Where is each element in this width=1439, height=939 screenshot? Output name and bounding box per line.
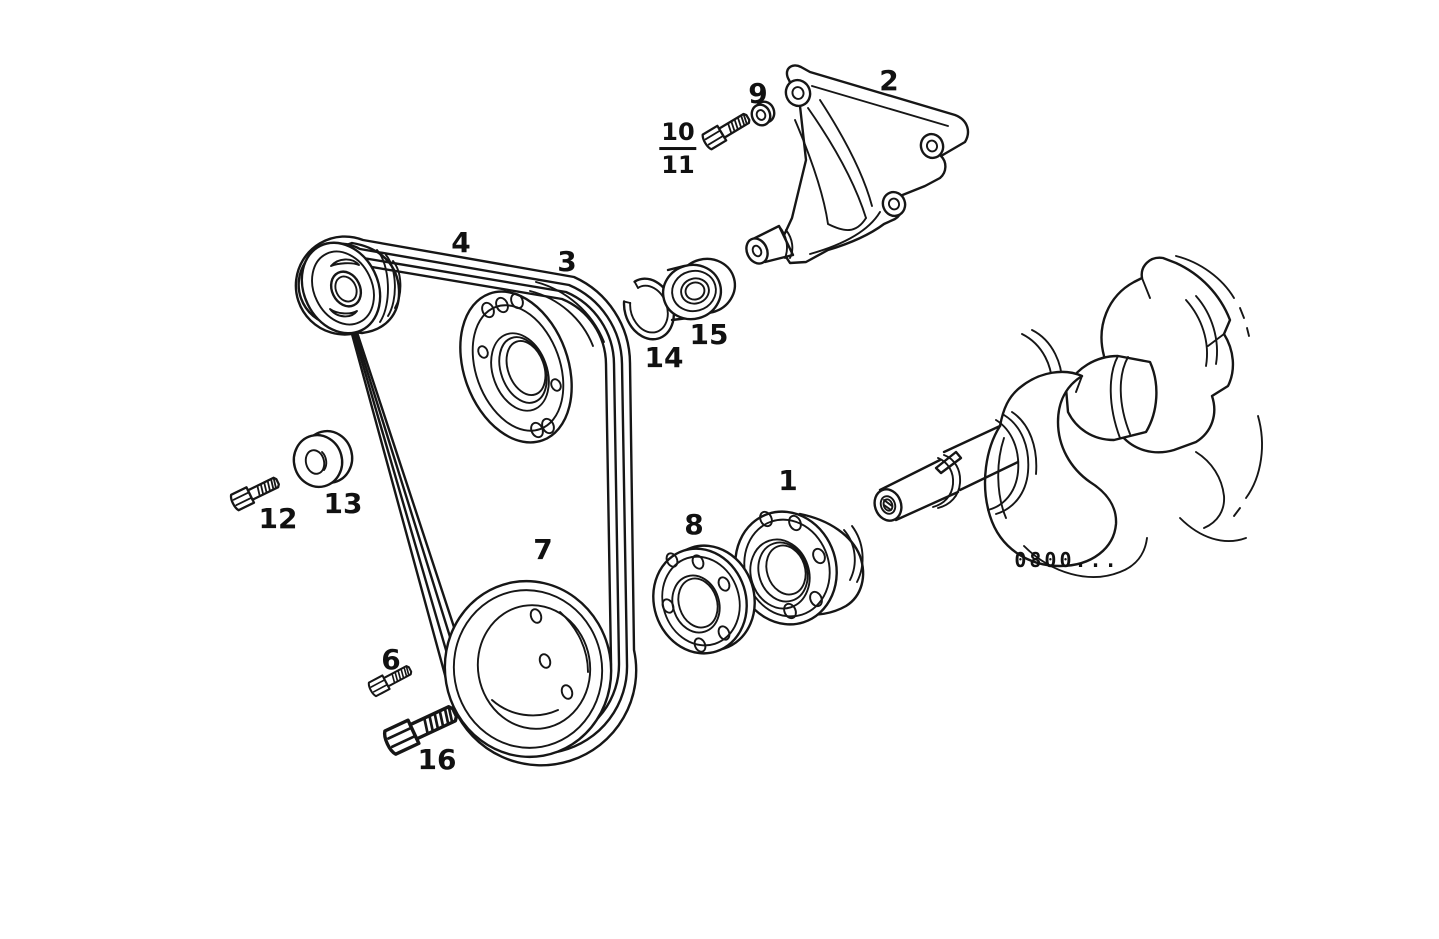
bracket-drawing xyxy=(745,64,970,265)
part-label-10: 10 xyxy=(659,120,697,151)
part-label-10-11: 10 11 xyxy=(659,120,697,180)
part-label-8: 8 xyxy=(684,508,704,541)
part-label-3: 3 xyxy=(557,245,577,278)
part-label-4: 4 xyxy=(451,226,471,259)
pulley-7-face-drawing xyxy=(443,579,613,759)
flange-8-drawing xyxy=(652,544,756,655)
part-label-9: 9 xyxy=(748,77,768,110)
upper-pulley-face-drawing xyxy=(300,241,382,335)
part-label-2: 2 xyxy=(879,64,899,97)
washer-13-drawing xyxy=(292,429,354,489)
part-label-6: 6 xyxy=(381,643,401,676)
pulley-3-face-drawing xyxy=(459,290,573,444)
part-label-13: 13 xyxy=(323,487,363,520)
part-label-16: 16 xyxy=(417,743,457,776)
crankshaft-drawing xyxy=(873,255,1263,578)
part-label-12: 12 xyxy=(258,502,298,535)
part-label-14: 14 xyxy=(644,341,684,374)
part-label-1: 1 xyxy=(778,464,798,497)
part-label-15: 15 xyxy=(689,318,729,351)
part-label-7: 7 xyxy=(533,533,553,566)
washer-9-drawing xyxy=(750,100,776,127)
reference-code: 0800... xyxy=(1014,548,1120,572)
circlip-14-drawing xyxy=(622,277,676,341)
bolt-10-11-drawing xyxy=(699,109,754,152)
part-label-11: 11 xyxy=(661,151,695,180)
bearing-15-drawing xyxy=(661,257,737,322)
hub-1-drawing xyxy=(734,510,865,626)
